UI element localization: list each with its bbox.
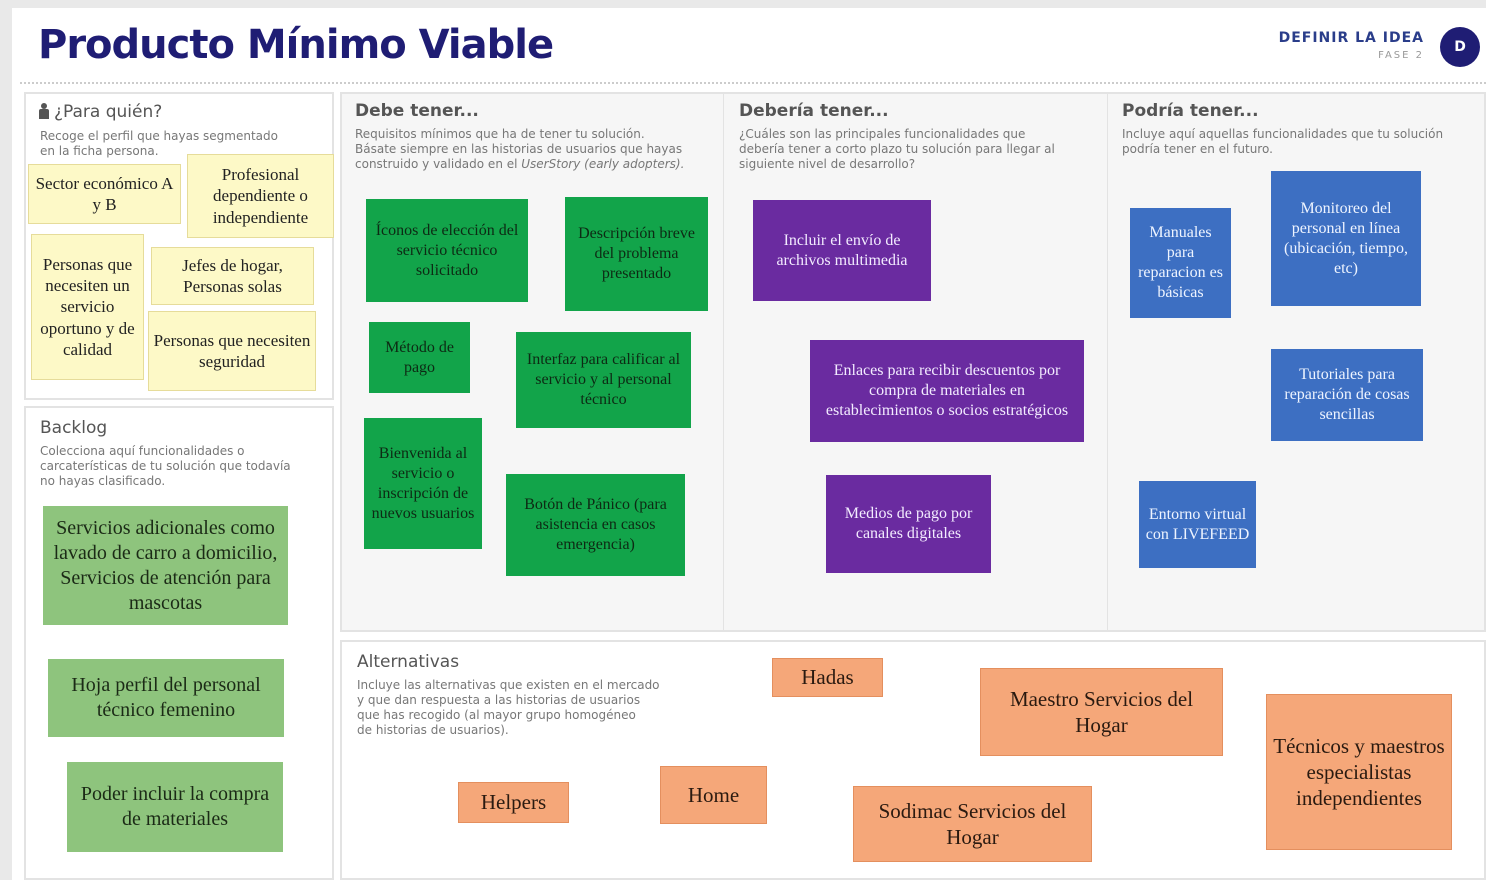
sticky-note[interactable]: Servicios adicionales como lavado de car… xyxy=(43,506,288,625)
sticky-note[interactable]: Método de pago xyxy=(369,322,470,393)
desc-line: Incluye las alternativas que existen en … xyxy=(357,678,660,692)
avatar[interactable]: D xyxy=(1440,27,1480,67)
desc-line: en la ficha persona. xyxy=(40,144,159,158)
sticky-note[interactable]: Jefes de hogar, Personas solas xyxy=(151,247,314,305)
desc-line: carcaterísticas de tu solución que todav… xyxy=(40,459,291,473)
sticky-note[interactable]: Manuales para reparacion es básicas xyxy=(1130,208,1231,318)
sticky-note[interactable]: Profesional dependiente o independiente xyxy=(187,154,334,238)
sticky-note[interactable]: Personas que necesiten un servicio oport… xyxy=(31,234,144,380)
deberia-desc: ¿Cuáles son las principales funcionalida… xyxy=(739,127,1055,172)
desc-line: Básate siempre en las historias de usuar… xyxy=(355,142,683,156)
desc-italic: UserStory (early adopters). xyxy=(521,157,685,171)
sticky-note[interactable]: Incluir el envío de archivos multimedia xyxy=(753,200,931,301)
para-quien-title: ¿Para quién? xyxy=(54,102,163,122)
phase-indicator: DEFINIR LA IDEA FASE 2 xyxy=(1279,30,1424,61)
desc-line: y que dan respuesta a las historias de u… xyxy=(357,693,641,707)
desc-line: Recoge el perfil que hayas segmentado xyxy=(40,129,278,143)
sticky-note[interactable]: Interfaz para calificar al servicio y al… xyxy=(516,332,691,428)
desc-line: Incluye aquí aquellas funcionalidades qu… xyxy=(1122,127,1444,141)
para-quien-heading: ¿Para quién? xyxy=(38,102,162,122)
sticky-note[interactable]: Home xyxy=(660,766,767,824)
desc-line: ¿Cuáles son las principales funcionalida… xyxy=(739,127,1026,141)
desc-line: no hayas clasificado. xyxy=(40,474,166,488)
debe-desc: Requisitos mínimos que ha de tener tu so… xyxy=(355,127,684,172)
desc-line: siguiente nivel de desarrollo? xyxy=(739,157,916,171)
sticky-note[interactable]: Personas que necesiten seguridad xyxy=(148,311,316,391)
page-title: Producto Mínimo Viable xyxy=(38,22,554,68)
desc-line: podría tener en el futuro. xyxy=(1122,142,1273,156)
sticky-note[interactable]: Enlaces para recibir descuentos por comp… xyxy=(810,340,1084,442)
podria-desc: Incluye aquí aquellas funcionalidades qu… xyxy=(1122,127,1443,157)
sticky-note[interactable]: Descripción breve del problema presentad… xyxy=(565,197,708,311)
header-divider xyxy=(20,82,1486,84)
sticky-note[interactable]: Entorno virtual con LIVEFEED xyxy=(1139,481,1256,568)
sticky-note[interactable]: Bienvenida al servicio o inscripción de … xyxy=(364,418,482,549)
desc-line: de historias de usuarios). xyxy=(357,723,509,737)
deberia-heading: Debería tener... xyxy=(739,101,889,121)
sticky-note[interactable]: Íconos de elección del servicio técnico … xyxy=(366,199,528,302)
sticky-note[interactable]: Poder incluir la compra de materiales xyxy=(67,762,283,852)
column-divider xyxy=(1107,92,1108,632)
column-divider xyxy=(723,92,724,632)
backlog-heading: Backlog xyxy=(40,418,108,438)
sticky-note[interactable]: Hadas xyxy=(772,658,883,697)
backlog-desc: Colecciona aquí funcionalidades o carcat… xyxy=(40,444,291,489)
phase-label: DEFINIR LA IDEA xyxy=(1278,30,1424,46)
sticky-note[interactable]: Maestro Servicios del Hogar xyxy=(980,668,1223,756)
phase-sub: FASE 2 xyxy=(1378,50,1424,61)
sticky-note[interactable]: Hoja perfil del personal técnico femenin… xyxy=(48,659,284,737)
desc-line: que has recogido (al mayor grupo homogén… xyxy=(357,708,636,722)
sticky-note[interactable]: Monitoreo del personal en línea (ubicaci… xyxy=(1271,171,1421,306)
sticky-note[interactable]: Medios de pago por canales digitales xyxy=(826,475,991,573)
sticky-note[interactable]: Sodimac Servicios del Hogar xyxy=(853,786,1092,862)
desc-line: construido y validado en el UserStory (e… xyxy=(355,157,684,172)
alternativas-heading: Alternativas xyxy=(357,652,460,672)
sticky-note[interactable]: Helpers xyxy=(458,782,569,823)
desc-line: Requisitos mínimos que ha de tener tu so… xyxy=(355,127,645,141)
sticky-note[interactable]: Botón de Pánico (para asistencia en caso… xyxy=(506,474,685,576)
sticky-note[interactable]: Sector económico A y B xyxy=(28,164,181,224)
debe-heading: Debe tener... xyxy=(355,101,479,121)
desc-line: Colecciona aquí funcionalidades o xyxy=(40,444,245,458)
desc-line: debería tener a corto plazo tu solución … xyxy=(739,142,1055,156)
para-quien-desc: Recoge el perfil que hayas segmentado en… xyxy=(40,129,278,159)
desc-text: construido y validado en el xyxy=(355,157,522,171)
alternativas-desc: Incluye las alternativas que existen en … xyxy=(357,678,660,738)
sticky-note[interactable]: Técnicos y maestros especialistas indepe… xyxy=(1266,694,1452,850)
podria-heading: Podría tener... xyxy=(1122,101,1259,121)
person-icon xyxy=(38,103,50,119)
sticky-note[interactable]: Tutoriales para reparación de cosas senc… xyxy=(1271,349,1423,441)
